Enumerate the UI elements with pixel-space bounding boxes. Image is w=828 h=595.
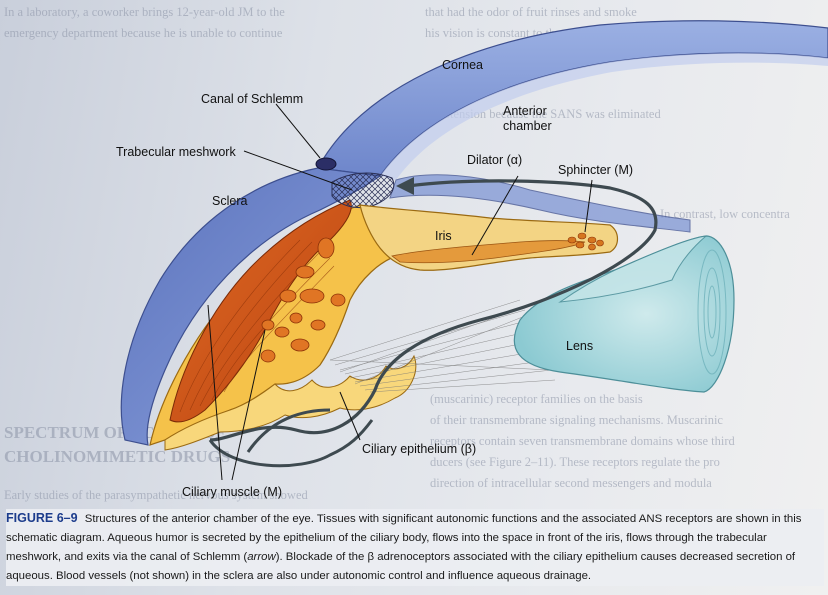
cornea (318, 21, 828, 176)
label-ciliary-epithelium: Ciliary epithelium (β) (362, 442, 476, 456)
label-canal-of-schlemm: Canal of Schlemm (201, 92, 303, 106)
label-trabecular-meshwork: Trabecular meshwork (116, 145, 236, 159)
label-anterior-chamber-line-1: Anterior (503, 104, 547, 118)
figure-caption: FIGURE 6–9 Structures of the anterior ch… (6, 509, 824, 586)
caption-arrow-word: arrow (247, 551, 275, 563)
label-lens: Lens (566, 339, 593, 353)
label-ciliary-muscle: Ciliary muscle (M) (182, 485, 282, 499)
label-dilator: Dilator (α) (467, 153, 522, 167)
label-cornea: Cornea (442, 58, 483, 72)
canal-of-schlemm (316, 158, 336, 170)
label-sphincter: Sphincter (M) (558, 163, 633, 177)
label-anterior-chamber-line-2: chamber (503, 119, 552, 133)
trabecular-meshwork (332, 173, 394, 207)
figure-label: FIGURE 6–9 (6, 511, 78, 525)
label-iris: Iris (435, 229, 452, 243)
label-sclera: Sclera (212, 194, 247, 208)
